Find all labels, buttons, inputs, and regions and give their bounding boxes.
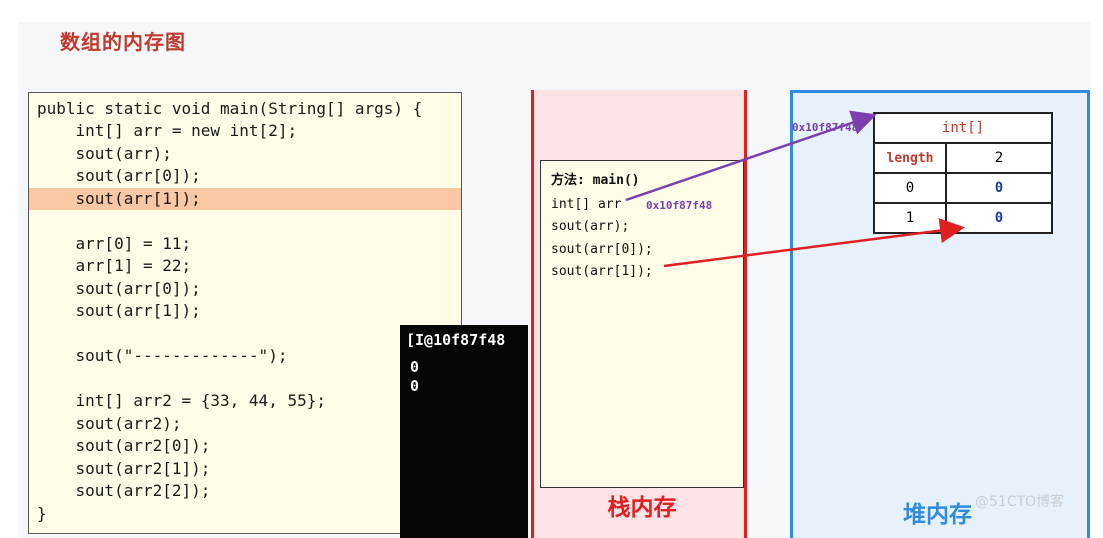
code-line: arr[0] = 11;	[37, 234, 192, 253]
code-line: sout(arr[0]);	[37, 279, 201, 298]
frame-title: 方法: main()	[551, 173, 640, 188]
console-line: [I@10f87f48	[406, 331, 506, 349]
watermark: @51CTO博客	[975, 494, 1065, 510]
code-line: sout(arr2[0]);	[37, 436, 211, 455]
console-line: 0	[410, 377, 420, 395]
slide-title: 数组的内存图	[60, 30, 186, 54]
length-value: 2	[945, 142, 1053, 174]
heap-object-address: 0x10f87f48	[792, 121, 859, 134]
length-label: length	[873, 142, 947, 174]
frame-line-sout-arr1: sout(arr[1]);	[551, 264, 653, 279]
frame-line-sout-arr: sout(arr);	[551, 219, 630, 234]
code-line: }	[37, 504, 47, 523]
array-type-header: int[]	[873, 112, 1053, 144]
element-index: 1	[873, 202, 947, 234]
code-panel: public static void main(String[] args) {…	[28, 92, 462, 534]
code-line: sout(arr[0]);	[37, 166, 201, 185]
int-array-object: int[] length 2 0 0 1 0	[873, 112, 1053, 234]
console-line: 0	[410, 358, 420, 376]
stack-memory-area: 方法: main() int[] arr sout(arr); sout(arr…	[531, 90, 747, 538]
element-index: 0	[873, 172, 947, 204]
code-line: sout(arr2[2]);	[37, 481, 211, 500]
code-line: sout(arr2[1]);	[37, 459, 211, 478]
code-line: sout("-------------");	[37, 346, 288, 365]
code-line: sout(arr[1]);	[37, 301, 201, 320]
main-method-frame: 方法: main() int[] arr sout(arr); sout(arr…	[540, 160, 744, 488]
code-line: sout(arr2);	[37, 414, 182, 433]
array-header-row: int[]	[873, 112, 1053, 144]
array-element-row: 0 0	[873, 172, 1053, 204]
console-output: [I@10f87f48 0 0	[400, 325, 528, 538]
arr1-access-arrow	[663, 218, 965, 268]
array-length-row: length 2	[873, 142, 1053, 174]
code-line: sout(arr);	[37, 144, 172, 163]
element-value: 0	[945, 172, 1053, 204]
frame-line-sout-arr0: sout(arr[0]);	[551, 242, 653, 257]
frame-line-arr: int[] arr	[551, 197, 622, 212]
code-line: int[] arr = new int[2];	[37, 121, 298, 140]
code-line: arr[1] = 22;	[37, 256, 192, 275]
code-line: public static void main(String[] args) {	[37, 99, 423, 118]
code-line-highlighted: sout(arr[1]);	[29, 188, 461, 210]
heap-memory-label: 堆内存	[903, 502, 972, 528]
code-line: int[] arr2 = {33, 44, 55};	[37, 391, 326, 410]
stack-arr-address: 0x10f87f48	[646, 199, 713, 212]
stack-memory-label: 栈内存	[607, 495, 677, 521]
arr-reference-arrow	[625, 110, 877, 202]
